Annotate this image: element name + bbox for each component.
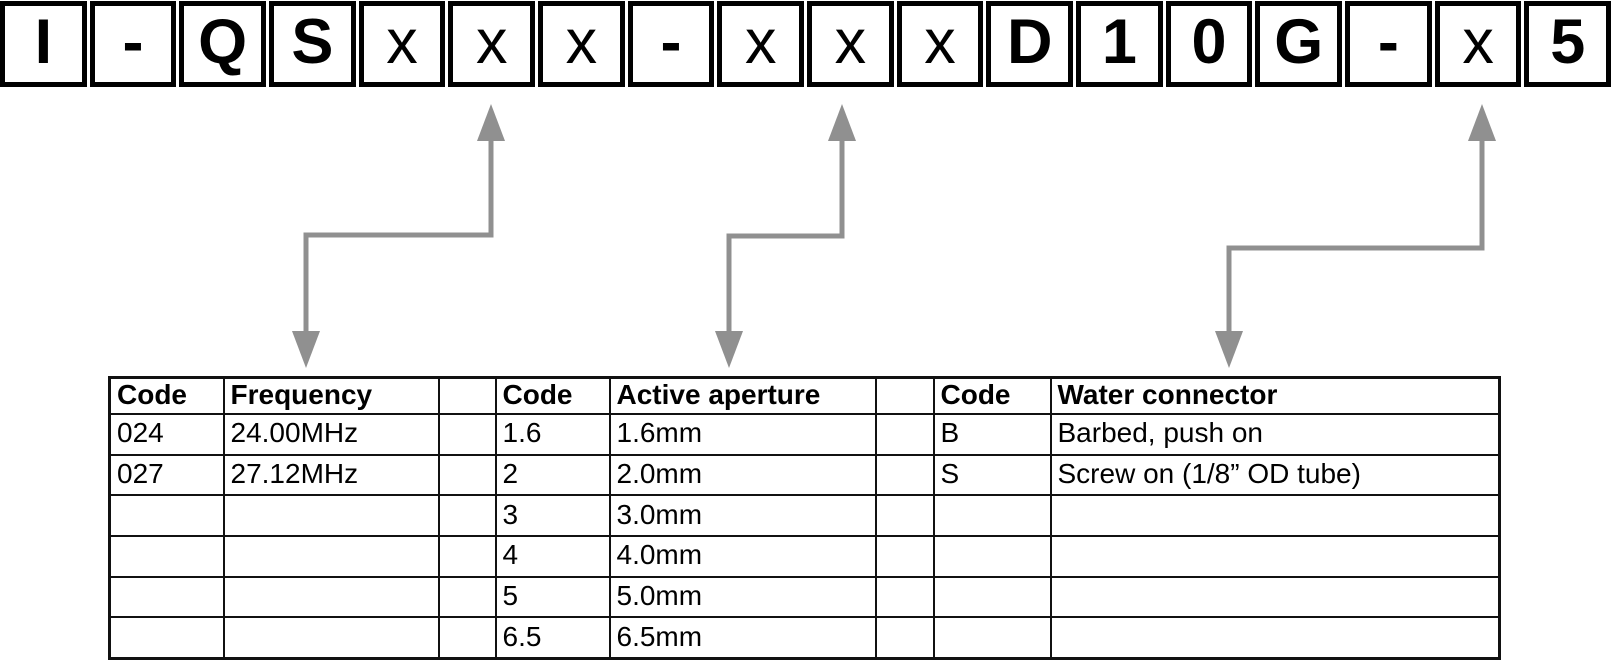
col-header-code-frequency: Code [108, 376, 225, 415]
cell-value-frequency: 27.12MHz [222, 453, 440, 497]
cell-value-water-connector [1049, 494, 1501, 537]
cell-value-active-aperture: 6.5mm [608, 616, 877, 660]
part-number-cell-15: - [1345, 1, 1432, 87]
cell-value-active-aperture: 5.0mm [608, 575, 877, 619]
spacer-header [874, 376, 935, 415]
cell-value-water-connector [1049, 575, 1501, 619]
spacer-cell [437, 494, 497, 537]
part-number-cell-3: S [269, 1, 356, 87]
part-number-cell-7: - [627, 1, 715, 87]
spacer-cell [437, 575, 497, 619]
part-number-cell-0: I [0, 1, 87, 87]
col-header-frequency: Frequency [222, 376, 440, 415]
part-number-cell-1: - [89, 1, 177, 87]
spacer-cell [874, 413, 935, 456]
cell-value-water-connector [1049, 534, 1501, 578]
cell-value-active-aperture: 3.0mm [608, 494, 877, 537]
spacer-cell [874, 534, 935, 578]
cell-value-active-aperture: 1.6mm [608, 413, 877, 456]
cell-code-water-connector: B [932, 413, 1052, 456]
cell-value-active-aperture: 4.0mm [608, 534, 877, 578]
cell-value-frequency [222, 494, 440, 537]
cell-code-active-aperture: 5 [494, 575, 611, 619]
cell-code-water-connector [932, 575, 1052, 619]
spacer-cell [437, 453, 497, 497]
cell-code-frequency: 024 [108, 413, 225, 456]
part-number-cell-16: x [1434, 1, 1522, 87]
part-number-cell-4: x [358, 1, 446, 87]
cell-value-water-connector [1049, 616, 1501, 660]
part-number-cell-14: G [1255, 1, 1343, 87]
spacer-cell [874, 494, 935, 537]
cell-code-water-connector [932, 494, 1052, 537]
cell-code-water-connector [932, 616, 1052, 660]
part-number-cell-9: x [807, 1, 894, 87]
col-header-code-water-connector: Code [932, 376, 1052, 415]
cell-code-active-aperture: 2 [494, 453, 611, 497]
cell-code-active-aperture: 3 [494, 494, 611, 537]
cell-value-frequency [222, 534, 440, 578]
cell-code-frequency [108, 494, 225, 537]
cell-value-active-aperture: 2.0mm [608, 453, 877, 497]
part-number-cell-5: x [448, 1, 536, 87]
part-number-cell-10: x [896, 1, 984, 87]
part-number-cell-12: 1 [1076, 1, 1163, 87]
col-header-code-active-aperture: Code [494, 376, 611, 415]
part-number-cell-8: x [717, 1, 805, 87]
cell-code-water-connector [932, 534, 1052, 578]
arrow-active-aperture [715, 104, 856, 368]
cell-code-active-aperture: 6.5 [494, 616, 611, 660]
spacer-header [437, 376, 497, 415]
col-header-active-aperture: Active aperture [608, 376, 877, 415]
col-header-water-connector: Water connector [1049, 376, 1501, 415]
cell-value-frequency [222, 575, 440, 619]
cell-value-water-connector: Screw on (1/8” OD tube) [1049, 453, 1501, 497]
cell-code-active-aperture: 4 [494, 534, 611, 578]
part-number-cell-13: 0 [1165, 1, 1253, 87]
part-number-cell-17: 5 [1524, 1, 1611, 87]
spacer-cell [437, 616, 497, 660]
cell-value-water-connector: Barbed, push on [1049, 413, 1501, 456]
spacer-cell [874, 453, 935, 497]
cell-value-frequency: 24.00MHz [222, 413, 440, 456]
spacer-cell [437, 413, 497, 456]
arrow-frequency [292, 104, 505, 368]
part-number-cell-2: Q [179, 1, 267, 87]
spacer-cell [874, 575, 935, 619]
part-number-cell-11: D [986, 1, 1074, 87]
cell-code-active-aperture: 1.6 [494, 413, 611, 456]
spacer-cell [437, 534, 497, 578]
cell-value-frequency [222, 616, 440, 660]
spacer-cell [874, 616, 935, 660]
cell-code-frequency [108, 575, 225, 619]
cell-code-frequency [108, 534, 225, 578]
cell-code-frequency [108, 616, 225, 660]
cell-code-water-connector: S [932, 453, 1052, 497]
part-number-cell-6: x [538, 1, 625, 87]
cell-code-frequency: 027 [108, 453, 225, 497]
arrow-water-connector [1215, 104, 1496, 368]
